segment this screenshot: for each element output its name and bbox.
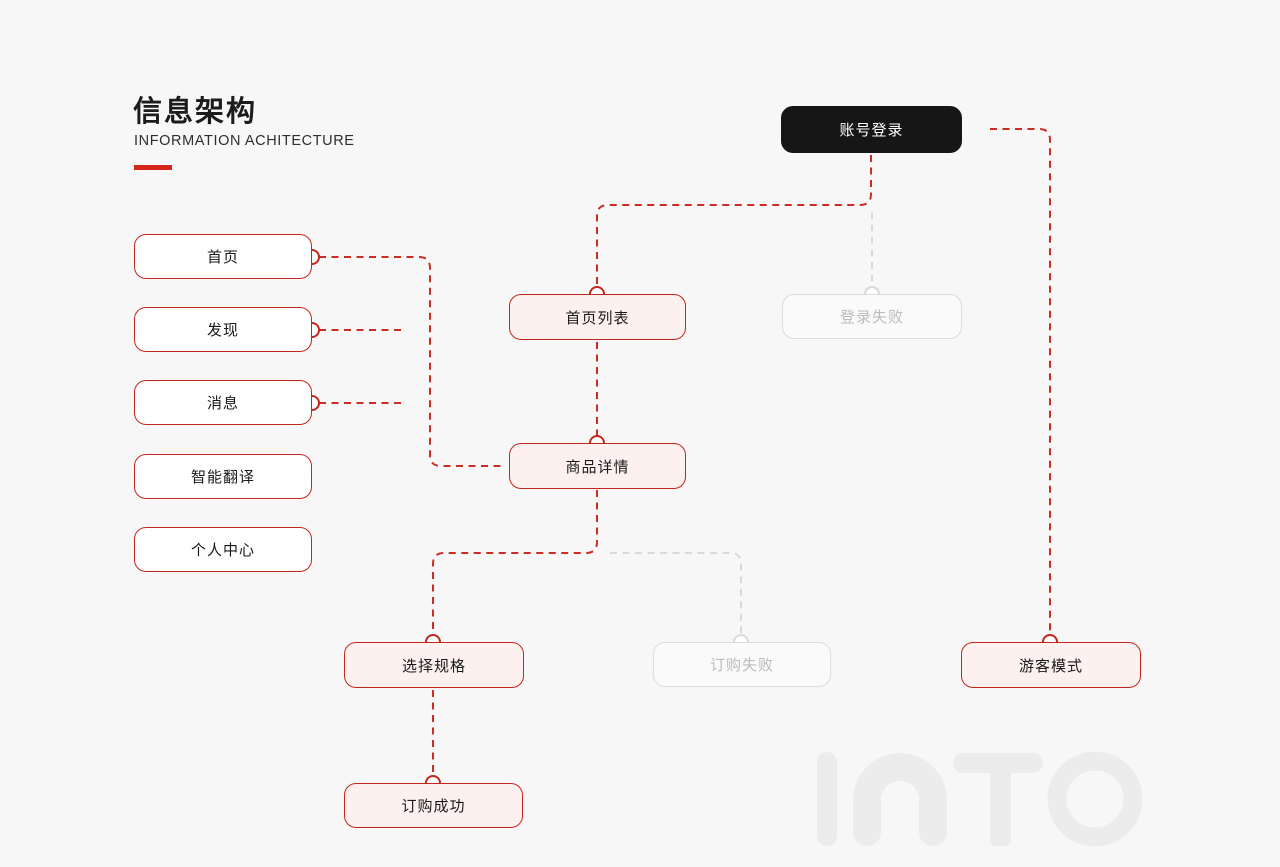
node-product-detail: 商品详情	[509, 443, 686, 489]
node-discover-label: 发现	[206, 322, 239, 339]
node-profile-label: 个人中心	[190, 542, 255, 559]
watermark-letter-o	[1047, 751, 1143, 847]
node-messages: 消息	[134, 380, 312, 425]
node-product-detail-label: 商品详情	[565, 458, 630, 476]
node-home-list: 首页列表	[509, 294, 686, 340]
node-translate: 智能翻译	[134, 454, 312, 499]
node-home-label: 首页	[206, 249, 239, 266]
watermark-letter-t-bar	[953, 753, 1043, 773]
node-guest-mode: 游客模式	[961, 642, 1141, 688]
node-home: 首页	[134, 234, 312, 279]
node-order-success-label: 订购成功	[401, 798, 466, 815]
connector-login-to-home-list	[596, 155, 872, 288]
page-subtitle: INFORMATION ACHITECTURE	[134, 133, 355, 149]
title-underline	[134, 165, 172, 170]
node-select-spec: 选择规格	[344, 642, 524, 688]
node-guest-mode-label: 游客模式	[1018, 657, 1083, 675]
into-watermark	[817, 751, 1143, 847]
watermark-letter-i	[817, 752, 837, 846]
node-select-spec-label: 选择规格	[401, 657, 466, 675]
node-discover: 发现	[134, 307, 312, 352]
node-order-fail-label: 订购失败	[709, 657, 774, 674]
connector-login-to-guest-mode	[990, 128, 1051, 636]
watermark-letter-n	[853, 753, 947, 846]
connector-detail-to-select-spec	[432, 490, 598, 636]
node-order-fail: 订购失败	[653, 642, 831, 687]
connector-home-to-detail	[319, 256, 505, 467]
node-messages-label: 消息	[206, 395, 239, 412]
connector-detail-to-order-fail	[610, 552, 742, 636]
node-translate-label: 智能翻译	[190, 469, 255, 486]
node-profile: 个人中心	[134, 527, 312, 572]
node-account-login: 账号登录	[781, 106, 962, 153]
node-login-fail-label: 登录失败	[839, 309, 904, 326]
watermark-letter-t-stem	[990, 760, 1011, 846]
node-login-fail: 登录失败	[782, 294, 962, 339]
node-order-success: 订购成功	[344, 783, 523, 828]
node-account-login-label: 账号登录	[839, 122, 904, 139]
page-title: 信息架构	[133, 96, 258, 128]
node-home-list-label: 首页列表	[565, 309, 630, 327]
